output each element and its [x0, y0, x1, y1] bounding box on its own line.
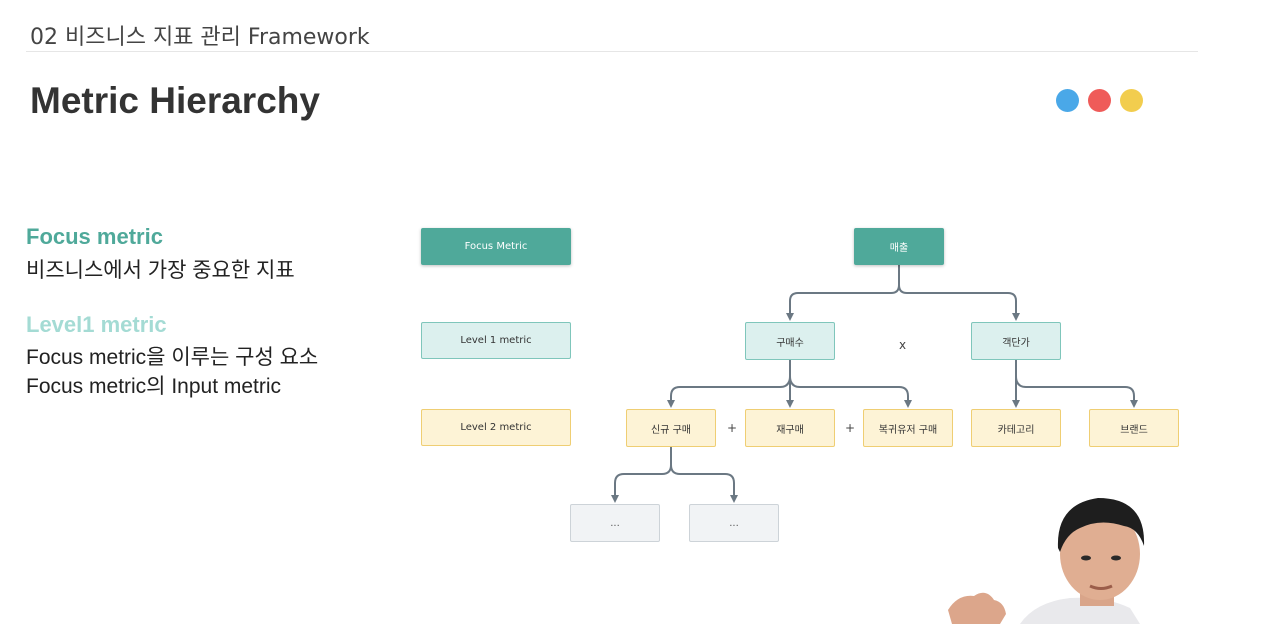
level1-metric-heading: Level1 metric	[26, 312, 167, 337]
node-child-1: ...	[570, 504, 660, 542]
section-title: 02 비즈니스 지표 관리 Framework	[30, 25, 370, 50]
node-returning-user-purchase: 복귀유저 구매	[863, 409, 953, 447]
level1-metric-description-2: Focus metric의 Input metric	[26, 375, 282, 398]
node-avg-order-value: 객단가	[971, 322, 1061, 360]
level1-metric-description-1: Focus metric을 이루는 구성 요소	[26, 346, 319, 369]
node-child-2: ...	[689, 504, 779, 542]
node-repurchase: 재구매	[745, 409, 835, 447]
header-divider	[26, 51, 1198, 52]
decor-dot-red	[1088, 89, 1111, 112]
node-new-purchase: 신규 구매	[626, 409, 716, 447]
focus-metric-description: 비즈니스에서 가장 중요한 지표	[26, 259, 295, 282]
decor-dot-yellow	[1120, 89, 1143, 112]
operator-plus-2: +	[845, 421, 856, 435]
operator-multiply: x	[899, 338, 907, 352]
node-brand: 브랜드	[1089, 409, 1179, 447]
focus-metric-heading: Focus metric	[26, 224, 163, 249]
page-title: Metric Hierarchy	[30, 80, 320, 121]
node-purchase-count: 구매수	[745, 322, 835, 360]
operator-plus-1: +	[727, 421, 738, 435]
decor-dot-blue	[1056, 89, 1079, 112]
key-level1-metric: Level 1 metric	[421, 322, 571, 359]
key-focus-metric: Focus Metric	[421, 228, 571, 265]
node-category: 카테고리	[971, 409, 1061, 447]
presenter-video-image	[948, 498, 1145, 624]
key-level2-metric: Level 2 metric	[421, 409, 571, 446]
node-revenue: 매출	[854, 228, 944, 265]
